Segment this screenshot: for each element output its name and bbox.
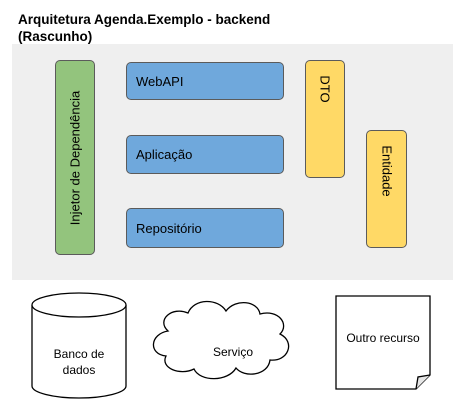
repositorio-label: Repositório <box>136 220 202 236</box>
diagram-title: Arquitetura Agenda.Exemplo - backend (Ra… <box>18 12 271 44</box>
aplicacao-layer-box: Aplicação <box>126 135 284 174</box>
dependency-injector-box: Injetor de Dependência <box>55 60 95 255</box>
webapi-label: WebAPI <box>136 73 184 89</box>
aplicacao-label: Aplicação <box>136 147 193 162</box>
webapi-layer-box: WebAPI <box>126 62 284 100</box>
entidade-box: Entidade <box>366 130 407 248</box>
service-label: Serviço <box>212 345 253 359</box>
database-cylinder <box>31 292 127 399</box>
repositorio-layer-box: Repositório <box>126 208 284 248</box>
folded-corner <box>415 374 431 390</box>
service-cloud <box>152 300 290 380</box>
dto-box: DTO <box>305 60 345 178</box>
other-resource-label: Outro recurso <box>346 331 420 345</box>
database-label: Banco de dados <box>53 347 105 377</box>
